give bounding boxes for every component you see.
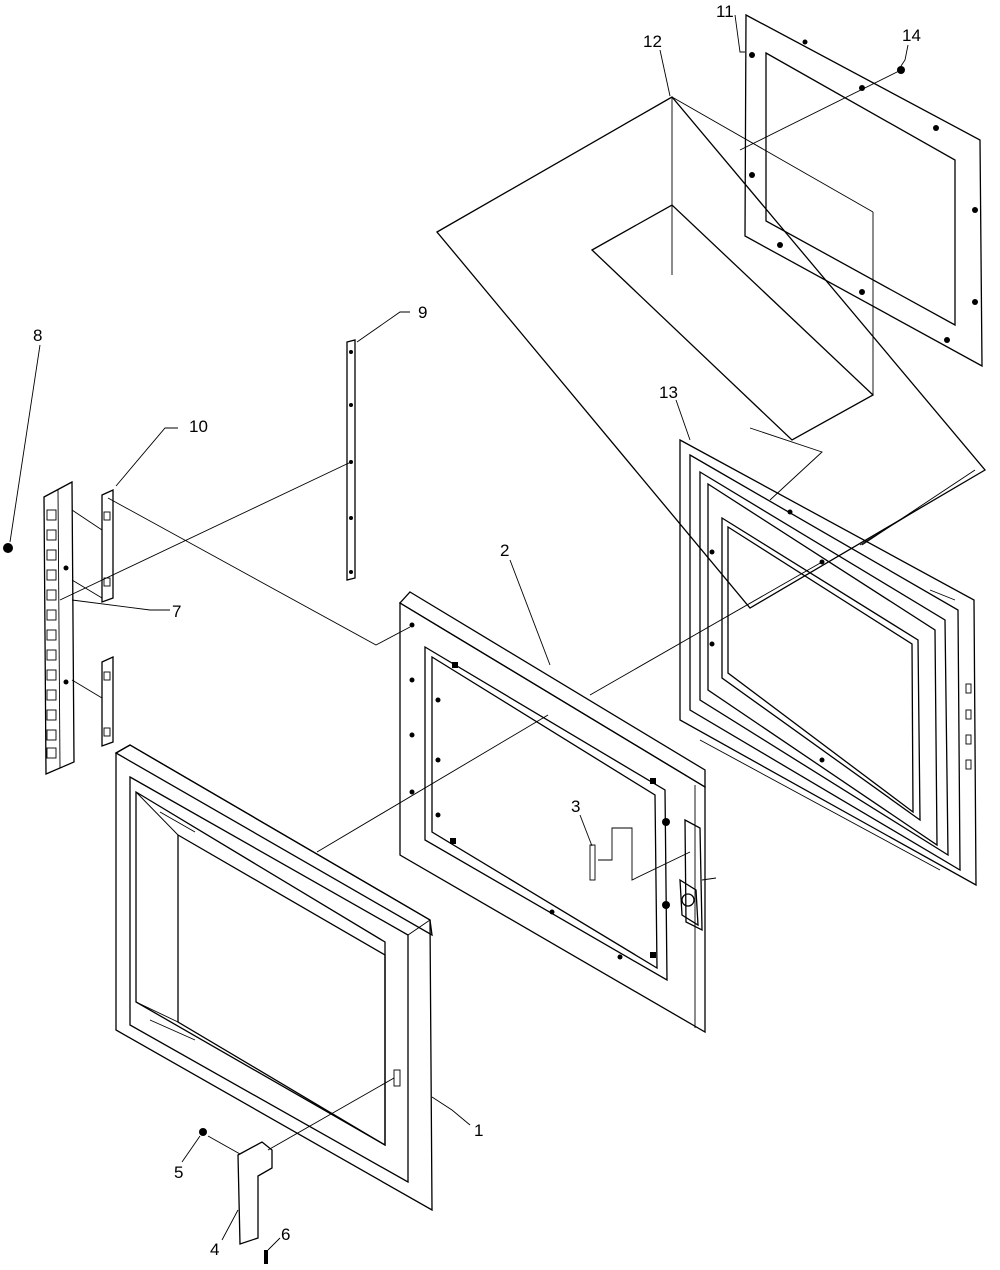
part-2-door-panel (398, 591, 717, 1034)
callout-13: 13 (659, 383, 678, 402)
callout-6: 6 (281, 1225, 290, 1244)
callout-10: 10 (189, 417, 208, 436)
part-11-frame-plate (744, 13, 983, 368)
callout-2: 2 (500, 541, 509, 560)
leader-lines (9, 14, 909, 1251)
callout-14: 14 (902, 26, 921, 45)
part-5-screw (199, 1128, 207, 1136)
callout-8: 8 (33, 326, 42, 345)
part-8-screw (3, 543, 13, 553)
callout-12: 12 (643, 32, 662, 51)
callout-4: 4 (210, 1240, 219, 1259)
part-1-outer-door-frame (114, 744, 433, 1212)
part-4-handle (237, 1141, 273, 1245)
assembly-lines (59, 69, 976, 1155)
part-12-glass-panel (436, 96, 986, 609)
callout-labels: 1 2 3 4 5 6 7 8 9 10 11 12 13 14 (33, 2, 921, 1259)
callout-5: 5 (174, 1163, 183, 1182)
part-3-pin (589, 844, 596, 881)
callout-1: 1 (474, 1121, 483, 1140)
part-10-hinge-plates (71, 488, 114, 747)
part-6-screw (264, 1250, 268, 1264)
rail-slots (46, 509, 57, 759)
callout-7: 7 (172, 602, 181, 621)
part-9-strip (346, 339, 356, 581)
callout-11: 11 (716, 2, 734, 21)
part-13-inner-door-frame (679, 438, 977, 887)
part-7-hinge-rail (43, 480, 75, 775)
callout-3: 3 (571, 797, 580, 816)
callout-9: 9 (418, 303, 427, 322)
